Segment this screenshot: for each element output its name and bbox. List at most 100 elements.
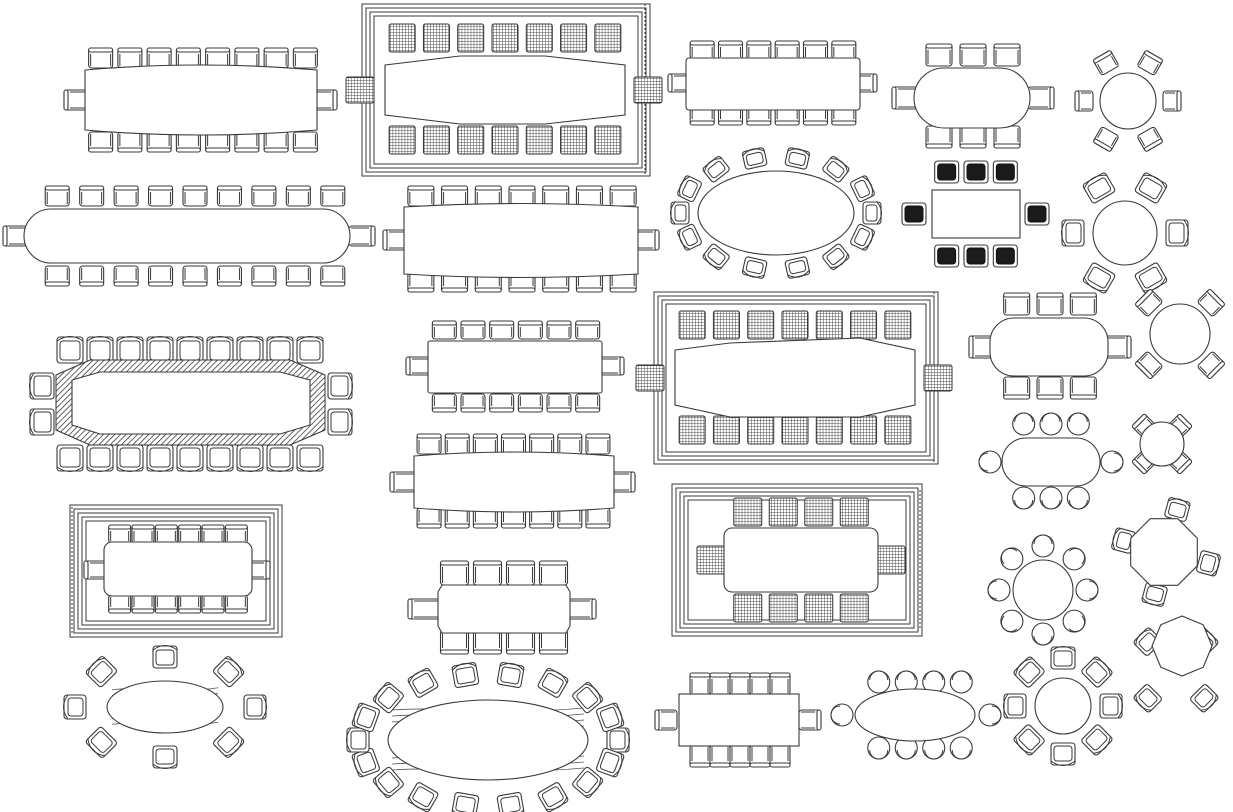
chair-back <box>178 524 202 530</box>
chair-cushion <box>412 672 435 694</box>
chair-back <box>517 407 543 413</box>
chair <box>959 125 987 149</box>
chair-back <box>1135 361 1153 379</box>
chair <box>585 433 611 455</box>
chair-arms <box>801 711 815 729</box>
chair <box>500 433 527 455</box>
chair <box>146 131 172 153</box>
chair-arms <box>1030 88 1048 108</box>
chair-back <box>746 120 772 126</box>
chair <box>444 507 470 529</box>
chair-back <box>505 649 536 655</box>
chair-back <box>113 281 139 287</box>
table-top <box>1149 303 1211 365</box>
chair-back <box>1143 277 1167 292</box>
chair-arms <box>748 109 770 119</box>
chair <box>131 594 155 614</box>
chair-woven <box>733 593 763 623</box>
chair-seat <box>1196 550 1221 577</box>
table-top <box>23 208 351 264</box>
chair-cushion <box>576 686 599 709</box>
chair <box>729 672 751 696</box>
chair-woven <box>525 23 553 53</box>
chair <box>296 336 324 364</box>
chair <box>749 744 771 768</box>
chair-cushion <box>1018 728 1041 751</box>
chair <box>925 125 953 149</box>
chair <box>633 76 663 104</box>
chair-arms <box>203 597 223 607</box>
chair-back <box>619 356 625 376</box>
chair <box>491 23 519 53</box>
chair-arms <box>226 531 246 541</box>
chair-back <box>1000 547 1018 565</box>
chair-cushion <box>350 730 367 750</box>
chair-cushion <box>1007 696 1024 716</box>
chair-back <box>703 253 722 269</box>
chair-cushion <box>609 730 626 750</box>
chair <box>993 43 1021 67</box>
chair-back <box>978 452 989 472</box>
chair <box>741 256 768 279</box>
chair <box>224 524 248 544</box>
chair-arms <box>691 679 709 693</box>
chair-arms <box>443 192 467 204</box>
chair <box>517 320 543 340</box>
chair-back <box>86 466 114 472</box>
chair-arms <box>442 632 467 648</box>
chair-arms <box>559 510 581 522</box>
chair-back <box>1003 292 1031 298</box>
chair <box>457 125 485 155</box>
chair <box>388 23 416 53</box>
table-edge <box>1151 615 1213 677</box>
chair-back <box>1033 534 1053 545</box>
tables-layer <box>23 55 1213 781</box>
chair-arms <box>180 597 200 607</box>
chair <box>1197 351 1225 379</box>
chair-back <box>261 694 267 720</box>
chair-back <box>689 672 711 678</box>
chair <box>804 593 834 623</box>
chair-arms <box>898 88 916 108</box>
chair-back <box>951 749 971 760</box>
chair <box>608 471 636 493</box>
chair <box>1134 172 1168 204</box>
chair <box>500 507 527 529</box>
chair-back <box>175 147 201 153</box>
chair-arms <box>177 134 199 146</box>
chair-cushion <box>1138 177 1163 200</box>
chair-arms <box>119 134 141 146</box>
chair <box>987 578 1011 602</box>
rug-border <box>679 491 915 629</box>
chair-woven <box>635 364 665 392</box>
chair-back <box>557 433 583 439</box>
chair-arms <box>995 50 1019 64</box>
chair-back <box>474 185 502 191</box>
chair <box>346 727 370 753</box>
chair-back <box>546 407 572 413</box>
chair <box>768 593 798 623</box>
chair-back <box>201 608 225 614</box>
chair-back <box>742 148 765 157</box>
chair-arms <box>771 679 789 693</box>
chair-back <box>1093 138 1112 152</box>
chair <box>609 271 637 293</box>
table-top <box>685 57 861 111</box>
chair-cushion <box>90 661 113 683</box>
chair-arms <box>476 192 500 204</box>
chair-back <box>1117 693 1123 719</box>
chair-back <box>830 705 841 725</box>
chair-arms <box>776 109 798 119</box>
chair <box>654 709 678 731</box>
table-edge <box>437 584 571 634</box>
table-top <box>1034 677 1092 735</box>
chair-back <box>224 608 248 614</box>
chair <box>146 47 172 69</box>
chair-back <box>234 147 260 153</box>
chair-seat <box>1190 684 1219 713</box>
chair <box>508 185 536 207</box>
chair <box>517 393 543 413</box>
chair-back <box>146 147 172 153</box>
chair-back <box>993 43 1021 49</box>
chair-cushion <box>1145 585 1164 603</box>
